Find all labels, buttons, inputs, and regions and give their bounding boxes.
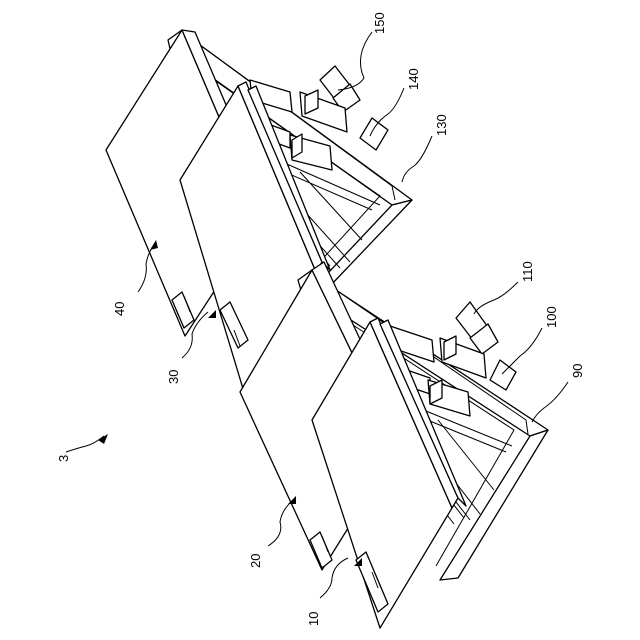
assembly-label: 3 — [56, 455, 71, 462]
label-150: 150 — [372, 12, 387, 34]
label-40: 40 — [112, 302, 127, 316]
label-10: 10 — [306, 612, 321, 626]
label-140: 140 — [406, 68, 421, 90]
label-100: 100 — [544, 306, 559, 328]
label-110: 110 — [520, 261, 535, 282]
label-90: 90 — [570, 364, 585, 378]
lower-assembly — [240, 262, 548, 628]
label-20: 20 — [248, 554, 263, 568]
label-30: 30 — [166, 370, 181, 384]
label-130: 130 — [434, 114, 449, 136]
